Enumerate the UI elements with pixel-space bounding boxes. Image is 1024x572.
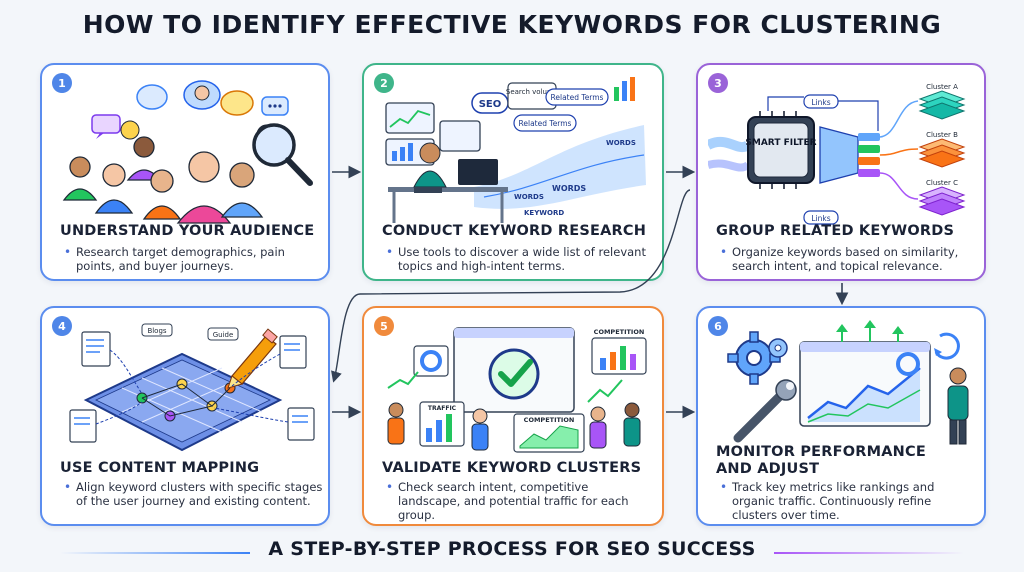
competition-label: COMPETITION [524,416,575,424]
step-number-badge: 5 [374,316,394,336]
step-card-2: SEO Search volume Related Terms Related … [362,63,664,281]
footer-tagline: A STEP-BY-STEP PROCESS FOR SEO SUCCESS [268,538,756,560]
cluster-b-label: Cluster B [926,131,958,139]
cluster-c-label: Cluster C [926,179,958,187]
step-description: Check search intent, competitive landsca… [386,480,648,522]
step-title: VALIDATE KEYWORD CLUSTERS [382,460,642,476]
blogs-label: Blogs [147,327,166,335]
step-card-1: 1 UNDERSTAND YOUR AUDIENCE Research targ… [40,63,330,281]
step-card-4: Blogs Guide 4 USE CONTENT MAPPING Align … [40,306,330,526]
step-number-badge: 4 [52,316,72,336]
step-number-badge: 6 [708,316,728,336]
word-label: WORDS [514,193,544,201]
step-card-6: 6 MONITOR PERFORMANCE AND ADJUST Track k… [696,306,986,526]
step-title: CONDUCT KEYWORD RESEARCH [382,223,647,239]
validate-checkmark-icon: COMPETITION TRAFFIC COMPETITION [387,327,647,453]
step-number-badge: 1 [52,73,72,93]
step-title: UNDERSTAND YOUR AUDIENCE [60,223,315,239]
step-number-badge: 2 [374,73,394,93]
step-title: GROUP RELATED KEYWORDS [716,223,955,239]
audience-group-magnifier-icon [62,80,313,224]
seo-label: SEO [479,99,502,110]
smart-filter-label: SMART FILTER [745,138,816,148]
word-label: WORDS [606,139,636,147]
competition-label: COMPETITION [594,328,645,336]
smart-filter-icon: SMART FILTER Links Links Cluster A [708,83,966,225]
links-label: Links [811,98,830,107]
links-label: Links [811,214,830,223]
step-description: Research target demographics, pain point… [64,245,314,273]
step-description: Use tools to discover a wide list of rel… [386,245,648,273]
related-terms-label: Related Terms [519,119,572,128]
step-title: MONITOR PERFORMANCE AND ADJUST [716,444,926,477]
step-description: Organize keywords based on similarity, s… [720,245,982,273]
keyword-label: KEYWORD [524,209,564,217]
monitor-performance-icon [727,320,969,445]
content-map-icon: Blogs Guide [69,323,315,452]
footer-rule-right [774,552,964,554]
search-volume-label: Search volume [506,88,558,96]
step-card-3: SMART FILTER Links Links Cluster A [696,63,986,281]
traffic-label: TRAFFIC [428,405,457,412]
step-card-5: COMPETITION TRAFFIC COMPETITION 5 VALIDA… [362,306,664,526]
related-terms-label: Related Terms [551,93,604,102]
step-title: USE CONTENT MAPPING [60,460,260,476]
keyword-research-desk-icon: SEO Search volume Related Terms Related … [385,77,646,223]
word-label: WORDS [552,184,586,193]
guide-label: Guide [213,331,234,339]
step-description: Track key metrics like rankings and orga… [720,480,970,522]
step-description: Align keyword clusters with specific sta… [64,480,326,508]
footer-rule-left [60,552,250,554]
step-number-badge: 3 [708,73,728,93]
cluster-a-label: Cluster A [926,83,958,91]
page-title: HOW TO IDENTIFY EFFECTIVE KEYWORDS FOR C… [82,10,942,39]
